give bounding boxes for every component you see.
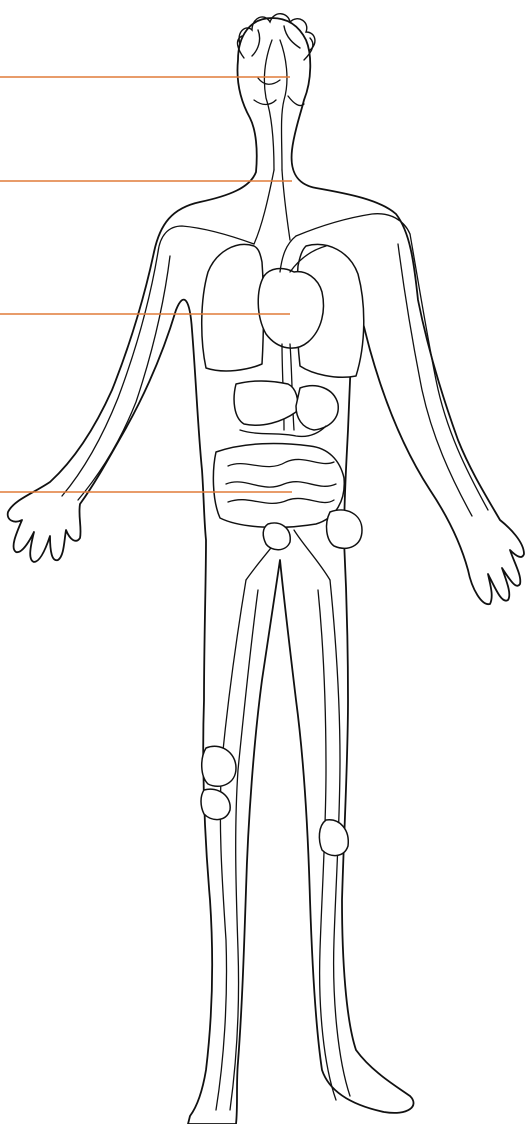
body-outline <box>8 18 524 1124</box>
